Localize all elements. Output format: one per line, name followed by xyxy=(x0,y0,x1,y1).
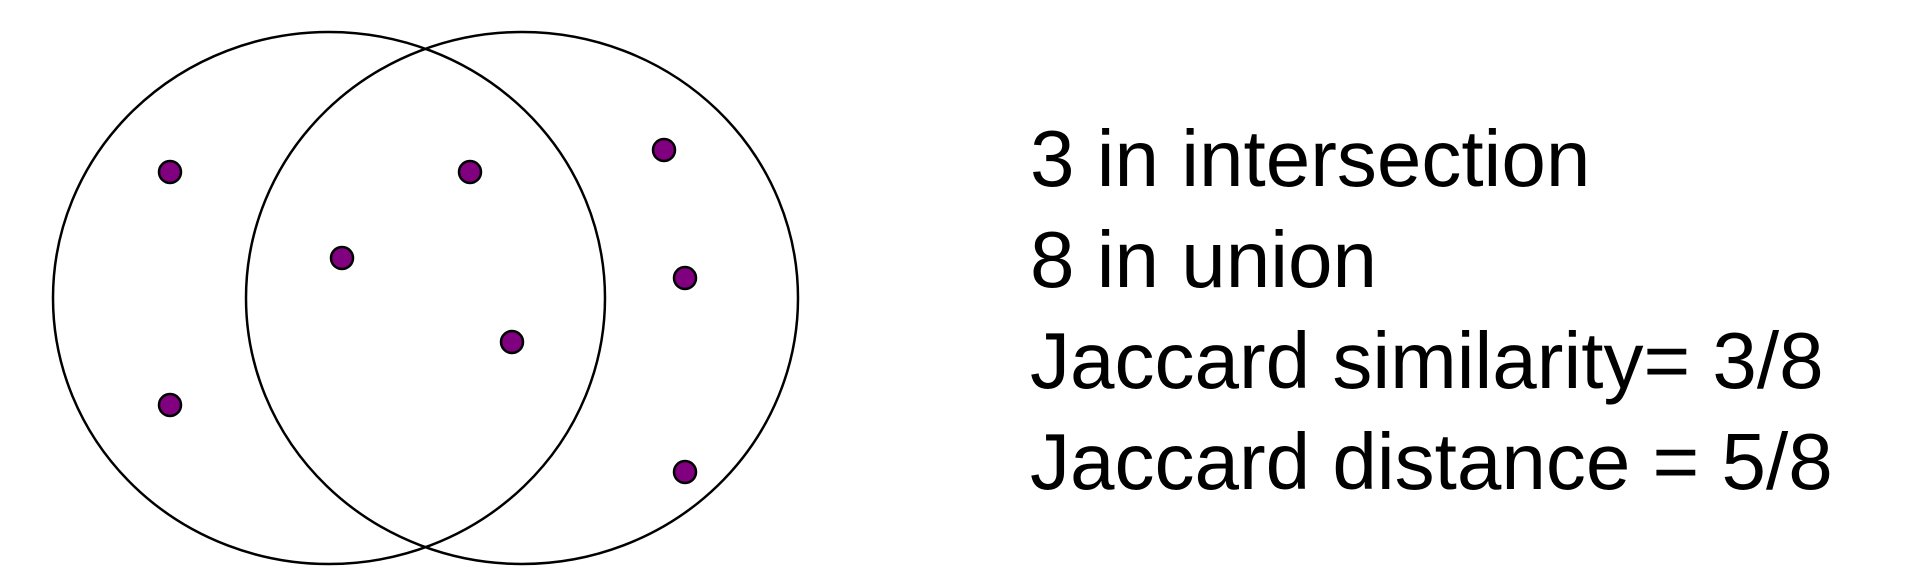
venn-diagram xyxy=(51,30,800,566)
left-set-circle xyxy=(51,30,607,566)
right-only-element-dot xyxy=(672,459,698,485)
jaccard-distance-text: Jaccard distance = 5/8 xyxy=(1030,417,1833,506)
intersection-element-dot xyxy=(329,245,355,271)
right-only-element-dot xyxy=(651,137,677,163)
left-only-element-dot xyxy=(157,392,183,418)
intersection-element-dot xyxy=(457,159,483,185)
right-only-element-dot xyxy=(672,265,698,291)
jaccard-similarity-text: Jaccard similarity= 3/8 xyxy=(1030,316,1824,405)
left-only-element-dot xyxy=(157,159,183,185)
intersection-count-text: 3 in intersection xyxy=(1030,114,1591,203)
union-count-text: 8 in union xyxy=(1030,215,1377,304)
right-set-circle xyxy=(244,30,800,566)
intersection-element-dot xyxy=(499,329,525,355)
statistics-list: 3 in intersection 8 in union Jaccard sim… xyxy=(1030,108,1833,512)
element-dots xyxy=(157,137,698,485)
